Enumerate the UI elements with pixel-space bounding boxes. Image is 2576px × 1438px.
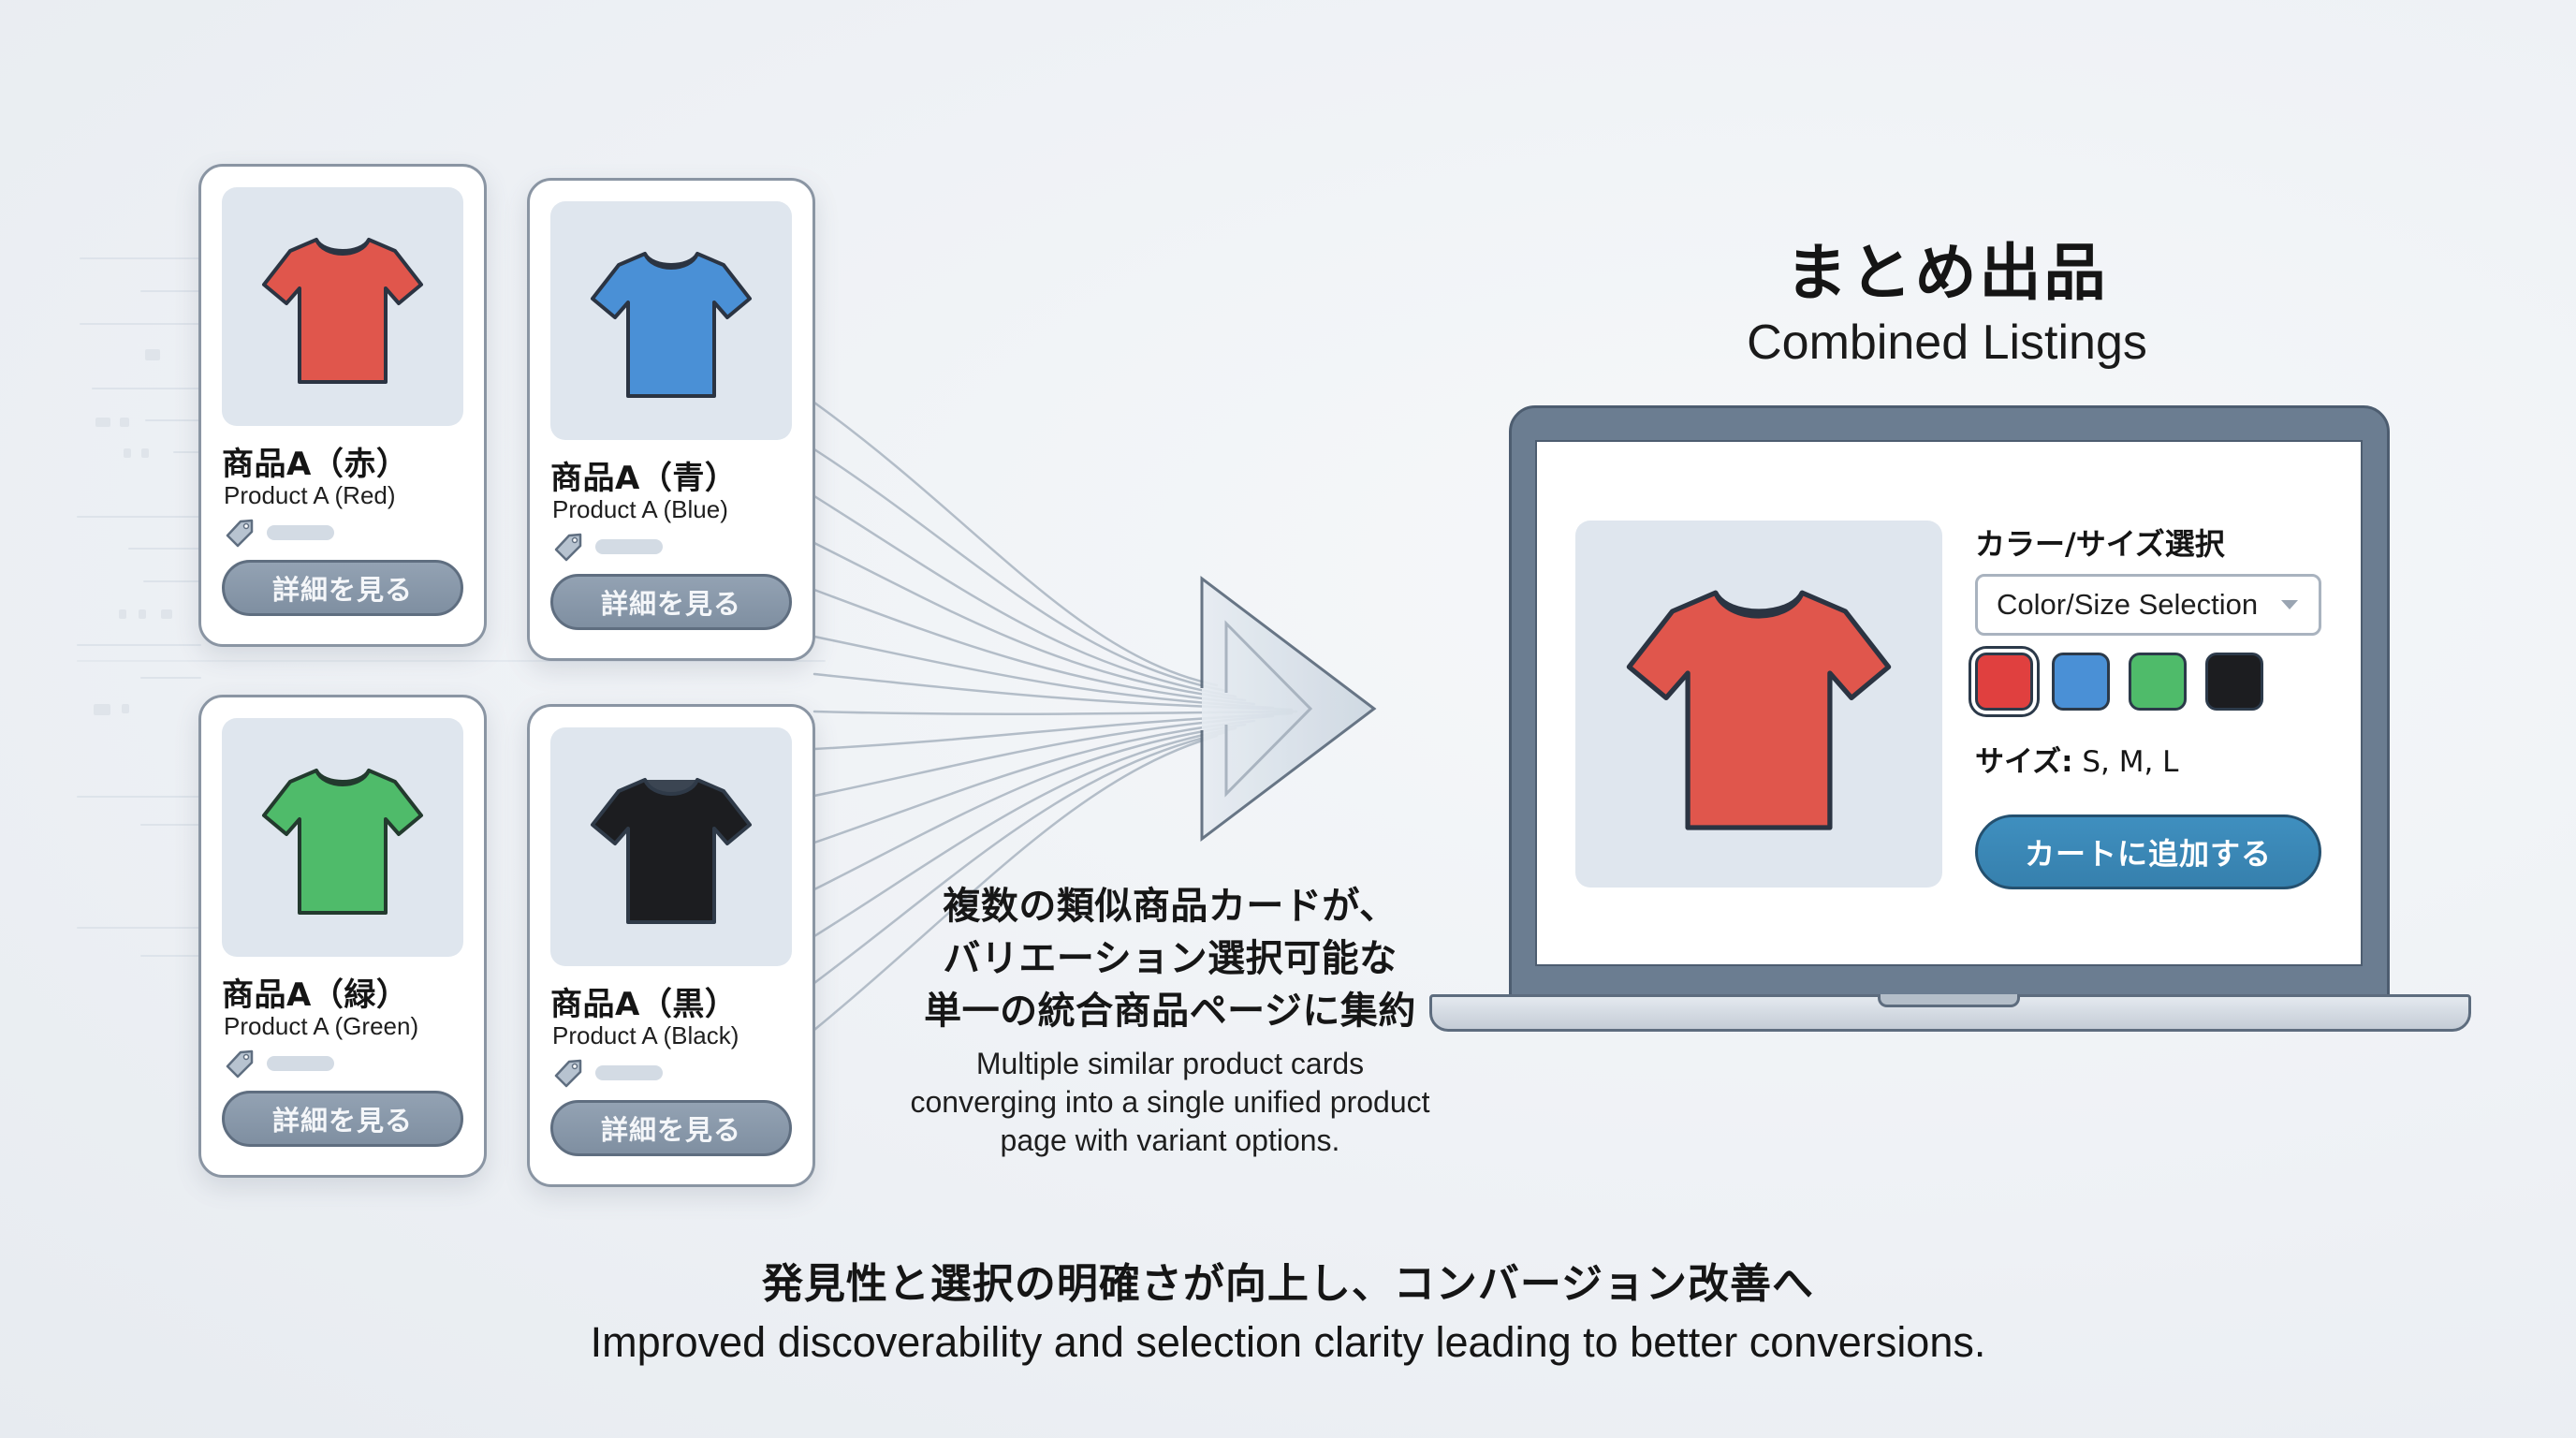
price-tag-icon (226, 1049, 254, 1078)
product-image (550, 727, 792, 966)
price-tag-icon (554, 1059, 582, 1088)
flow-caption-en-line-2: converging into a single unified product (910, 1085, 1430, 1119)
product-image (550, 201, 792, 440)
variant-selector-label: カラー/サイズ選択 (1975, 526, 2225, 562)
view-details-button[interactable]: 詳細を見る (222, 1091, 463, 1147)
tshirt-icon (262, 237, 423, 384)
price-placeholder (595, 1065, 663, 1080)
swatch-blue[interactable] (2052, 653, 2110, 711)
tshirt-icon (1626, 590, 1892, 830)
product-title-jp: 商品A（緑） (222, 976, 409, 1014)
title-jp: まとめ出品 (1785, 237, 2109, 309)
flow-caption-jp-line-3: 単一の統合商品ページに集約 (924, 990, 1416, 1033)
benefit-caption-en: Improved discoverability and selection c… (590, 1318, 1986, 1366)
flow-caption: 複数の類似商品カードが、 バリエーション選択可能な 単一の統合商品ページに集約 … (880, 880, 1460, 1160)
product-card-red[interactable]: 商品A（赤） Product A (Red) 詳細を見る (198, 164, 487, 647)
tshirt-icon (591, 777, 752, 924)
product-title-jp: 商品A（青） (550, 460, 738, 497)
price-row (224, 1048, 334, 1079)
product-card-black[interactable]: 商品A（黒） Product A (Black) 詳細を見る (527, 704, 815, 1187)
price-placeholder (267, 1056, 334, 1071)
flow-caption-en: Multiple similar product cards convergin… (880, 1045, 1460, 1160)
swatch-black[interactable] (2205, 653, 2263, 711)
product-image (222, 718, 463, 957)
tshirt-icon (262, 768, 423, 915)
flow-caption-jp-line-1: 複数の類似商品カードが、 (943, 885, 1398, 928)
flow-caption-en-line-3: page with variant options. (1000, 1123, 1340, 1157)
tshirt-icon (591, 251, 752, 398)
page-title: まとめ出品 Combined Listings (1666, 234, 2228, 373)
view-details-button[interactable]: 詳細を見る (550, 1100, 792, 1156)
product-title-jp: 商品A（黒） (550, 986, 738, 1023)
variant-dropdown[interactable]: Color/Size Selection (1975, 574, 2321, 636)
product-title-en: Product A (Green) (224, 1012, 419, 1040)
benefit-caption: 発見性と選択の明確さが向上し、コンバージョン改善へ Improved disco… (352, 1255, 2224, 1371)
price-placeholder (267, 525, 334, 540)
add-to-cart-button[interactable]: カートに追加する (1975, 814, 2321, 889)
view-details-button[interactable]: 詳細を見る (550, 574, 792, 630)
swatch-red[interactable] (1975, 653, 2033, 711)
title-en: Combined Listings (1747, 315, 2147, 370)
product-card-green[interactable]: 商品A（緑） Product A (Green) 詳細を見る (198, 695, 487, 1178)
dropdown-value: Color/Size Selection (1997, 588, 2259, 621)
product-card-blue[interactable]: 商品A（青） Product A (Blue) 詳細を見る (527, 178, 815, 661)
product-title-en: Product A (Red) (224, 481, 396, 509)
caret-down-icon (2281, 600, 2298, 609)
size-label: サイズ: (1975, 745, 2073, 779)
size-options: サイズ: S, M, L (1975, 738, 2178, 780)
benefit-caption-jp: 発見性と選択の明確さが向上し、コンバージョン改善へ (761, 1260, 1815, 1308)
product-title-en: Product A (Blue) (552, 495, 728, 523)
price-tag-icon (554, 533, 582, 562)
swatch-green[interactable] (2129, 653, 2187, 711)
view-details-button[interactable]: 詳細を見る (222, 560, 463, 616)
laptop-notch (1878, 994, 2020, 1007)
product-title-en: Product A (Black) (552, 1021, 739, 1049)
price-row (552, 531, 663, 563)
price-tag-icon (226, 519, 254, 548)
unified-product-image (1575, 521, 1942, 888)
product-title-jp: 商品A（赤） (222, 446, 409, 483)
flow-caption-en-line-1: Multiple similar product cards (975, 1047, 1365, 1080)
product-image (222, 187, 463, 426)
size-values: S, M, L (2082, 745, 2179, 779)
price-row (552, 1057, 663, 1089)
price-placeholder (595, 539, 663, 554)
price-row (224, 517, 334, 549)
flow-caption-jp-line-2: バリエーション選択可能な (943, 937, 1398, 980)
color-swatches (1975, 653, 2263, 711)
